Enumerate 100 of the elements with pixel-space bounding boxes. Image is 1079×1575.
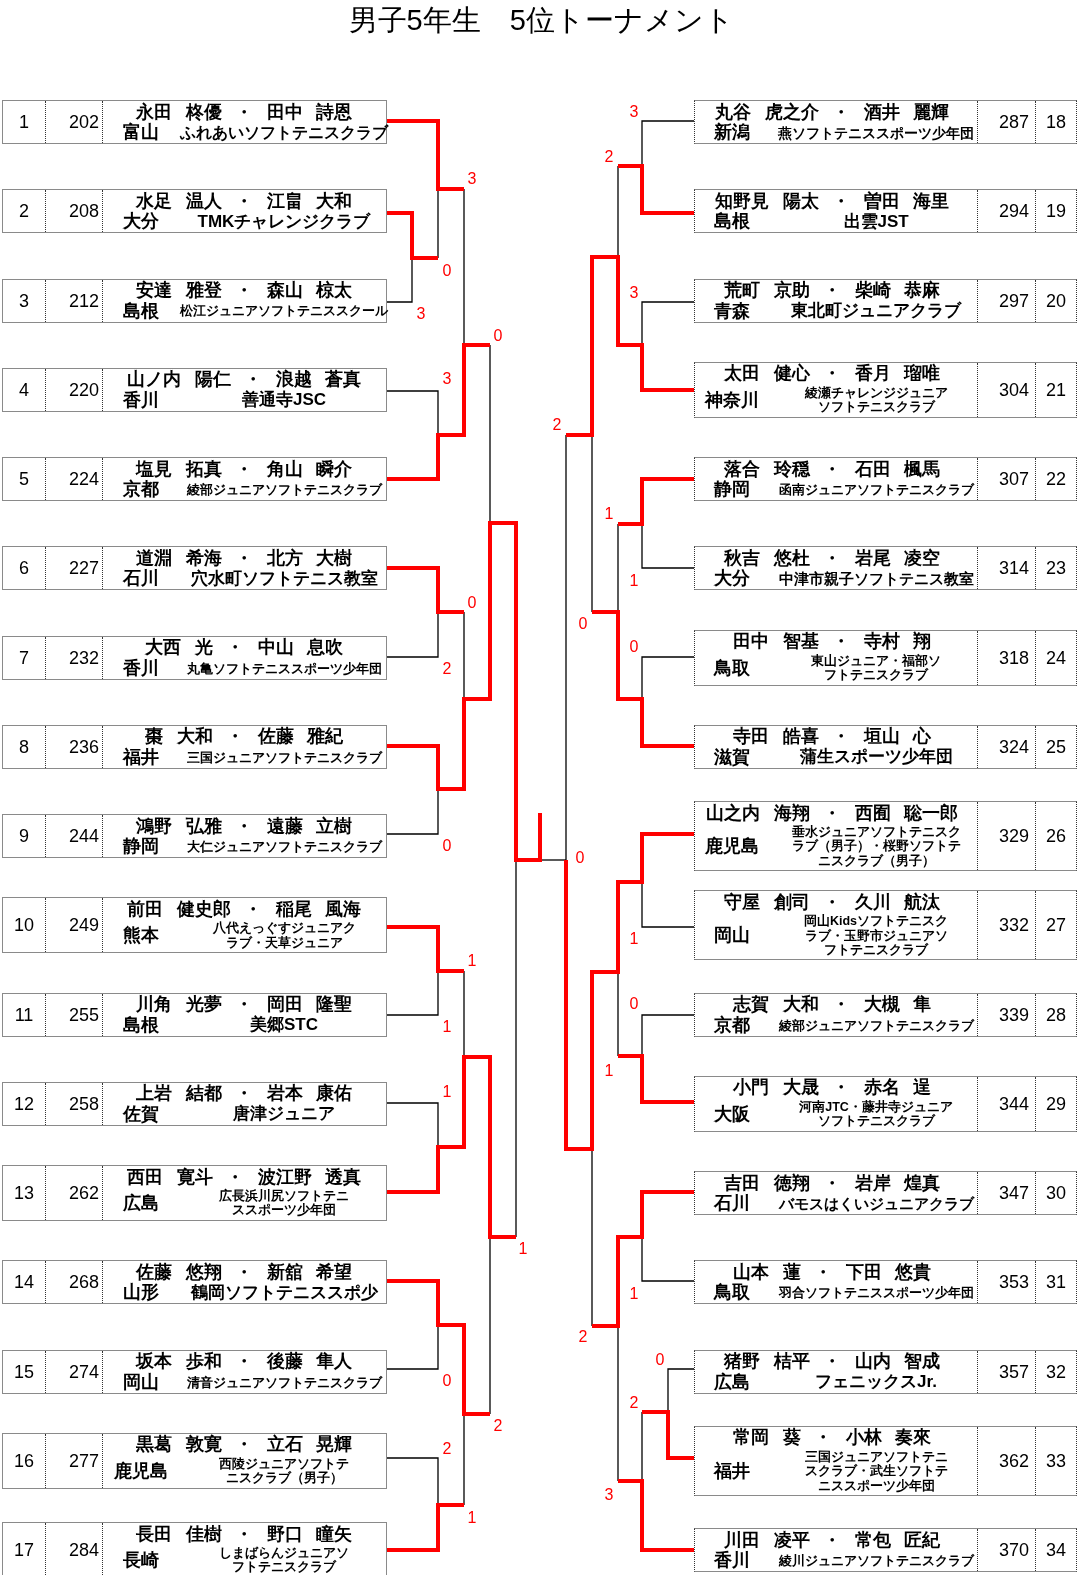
- seed-number-cell: 22: [1035, 458, 1076, 500]
- player-names: 前田 健史郎 ・ 稲尾 風海: [127, 898, 362, 919]
- seed-number-cell: 27: [1035, 891, 1076, 960]
- entry-row: [694, 801, 1077, 871]
- club-name: 東北町ジュニアクラブ: [791, 301, 961, 321]
- prefecture-name: 島根: [123, 1014, 159, 1036]
- seed-number-cell: 33: [1035, 1426, 1076, 1495]
- seed-number-cell: 12: [3, 1082, 46, 1125]
- prefecture-name: 京都: [123, 479, 159, 500]
- score: 3: [629, 284, 639, 303]
- prefecture-name: 山形: [123, 1282, 159, 1303]
- club-name: 燕ソフトテニススポーツ少年団: [778, 124, 974, 141]
- player-names: 荒町 京助 ・ 柴崎 恭麻: [724, 280, 941, 301]
- entry-number-cell: 314: [977, 547, 1035, 590]
- club-name: 綾部ジュニアソフトテニスクラブ: [778, 1017, 974, 1033]
- prefecture-name: 香川: [714, 1550, 750, 1571]
- prefecture-name: 広島: [123, 1193, 159, 1214]
- club-name: 丸亀ソフトテニススポーツ少年団: [186, 660, 382, 676]
- player-names: 佐藤 悠翔 ・ 新舘 希望: [136, 1261, 353, 1282]
- entry-number-cell: 227: [46, 547, 103, 590]
- seed-number-cell: 34: [1035, 1529, 1076, 1571]
- entry-row: [2, 1165, 387, 1221]
- entry-number-cell: 353: [977, 1261, 1035, 1304]
- seed-number-cell: 25: [1035, 725, 1076, 768]
- club-name: ふれあいソフトテニスクラブ: [180, 123, 388, 142]
- seed-number-cell: 19: [1035, 190, 1076, 233]
- player-names: 守屋 創司 ・ 久川 航汰: [724, 891, 941, 912]
- entry-number-cell: 262: [46, 1166, 103, 1220]
- entry-number-cell: 304: [977, 362, 1035, 417]
- club-name: 綾部ジュニアソフトテニスクラブ: [186, 482, 382, 498]
- prefecture-name: 京都: [714, 1014, 750, 1036]
- player-names: 山本 蓮 ・ 下田 悠貴: [733, 1261, 932, 1282]
- entry-row: [694, 1349, 1077, 1394]
- player-names: 棗 大和 ・ 佐藤 雅紀: [145, 726, 344, 747]
- seed-number-cell: 13: [3, 1166, 46, 1220]
- club-name: 鶴岡ソフトテニススポ少: [190, 1282, 378, 1303]
- score: 0: [655, 1351, 665, 1370]
- score: 1: [629, 930, 639, 949]
- seed-number-cell: 32: [1035, 1350, 1076, 1393]
- score: 1: [467, 1509, 477, 1528]
- player-names: 大西 光 ・ 中山 息吹: [145, 637, 344, 658]
- club-name: 東山ジュニア・福部ソフトテニスクラブ: [810, 653, 942, 683]
- entry-row: [2, 546, 387, 591]
- entry-number-cell: 329: [977, 802, 1035, 870]
- player-names: 太田 健心 ・ 香月 瑠唯: [724, 363, 941, 384]
- prefecture-name: 熊本: [123, 925, 159, 946]
- score: 2: [578, 1328, 588, 1347]
- player-names: 長田 佳樹 ・ 野口 瞳矢: [136, 1523, 353, 1544]
- entry-number-cell: 244: [46, 815, 103, 857]
- player-names: 安達 雅登 ・ 森山 椋太: [136, 280, 353, 301]
- entry-row: [694, 1528, 1077, 1572]
- player-names: 山之内 海翔 ・ 西囿 聡一郎: [706, 802, 959, 823]
- entry-row: [2, 992, 387, 1037]
- seed-number-cell: 26: [1035, 802, 1076, 870]
- seed-number-cell: 17: [3, 1523, 46, 1575]
- entry-row: [2, 278, 387, 323]
- entry-number-cell: 268: [46, 1261, 103, 1304]
- entry-row: [2, 457, 387, 501]
- seed-number-cell: 23: [1035, 547, 1076, 590]
- seed-number-cell: 2: [3, 190, 46, 233]
- score: 3: [467, 170, 477, 189]
- score: 0: [629, 995, 639, 1014]
- entry-number-cell: 232: [46, 636, 103, 679]
- prefecture-name: 島根: [714, 211, 750, 232]
- score: 0: [629, 638, 639, 657]
- score: 1: [442, 1083, 452, 1102]
- entry-row: [694, 546, 1077, 591]
- club-name: しまばらんジュニアソフトテニスクラブ: [218, 1546, 350, 1575]
- entry-row: [694, 457, 1077, 501]
- score: 3: [629, 103, 639, 122]
- prefecture-name: 神奈川: [705, 389, 759, 411]
- score: 2: [604, 148, 614, 167]
- score: 0: [442, 1372, 452, 1391]
- entry-row: [2, 367, 387, 412]
- prefecture-name: 鳥取: [714, 1282, 750, 1303]
- player-names: 秋吉 悠杜 ・ 岩尾 凌空: [724, 547, 941, 568]
- seed-number-cell: 8: [3, 725, 46, 768]
- player-names: 川田 凌平 ・ 常包 匠紀: [724, 1529, 941, 1550]
- score: 2: [493, 1417, 503, 1436]
- prefecture-name: 静岡: [714, 479, 750, 500]
- club-name: 綾瀬チャレンジジュニアソフトテニスクラブ: [803, 385, 949, 415]
- player-names: 川角 光夢 ・ 岡田 隆聖: [136, 994, 353, 1015]
- score: 3: [442, 370, 452, 389]
- seed-number-cell: 16: [3, 1433, 46, 1488]
- prefecture-name: 石川: [714, 1193, 750, 1214]
- entry-row: [2, 1349, 387, 1394]
- seed-number-cell: 11: [3, 993, 46, 1036]
- prefecture-name: 岡山: [123, 1371, 159, 1393]
- score: 2: [442, 660, 452, 679]
- entry-row: [694, 361, 1077, 418]
- player-names: 塩見 拓真 ・ 角山 瞬介: [136, 458, 353, 479]
- score: 0: [493, 327, 503, 346]
- prefecture-name: 大分: [123, 211, 159, 232]
- prefecture-name: 鹿児島: [705, 836, 759, 857]
- prefecture-name: 長崎: [123, 1550, 159, 1571]
- seed-number-cell: 3: [3, 279, 46, 322]
- seed-number-cell: 14: [3, 1261, 46, 1304]
- entry-number-cell: 318: [977, 630, 1035, 685]
- seed-number-cell: 31: [1035, 1261, 1076, 1304]
- player-names: 永田 柊優 ・ 田中 詩恩: [136, 101, 353, 122]
